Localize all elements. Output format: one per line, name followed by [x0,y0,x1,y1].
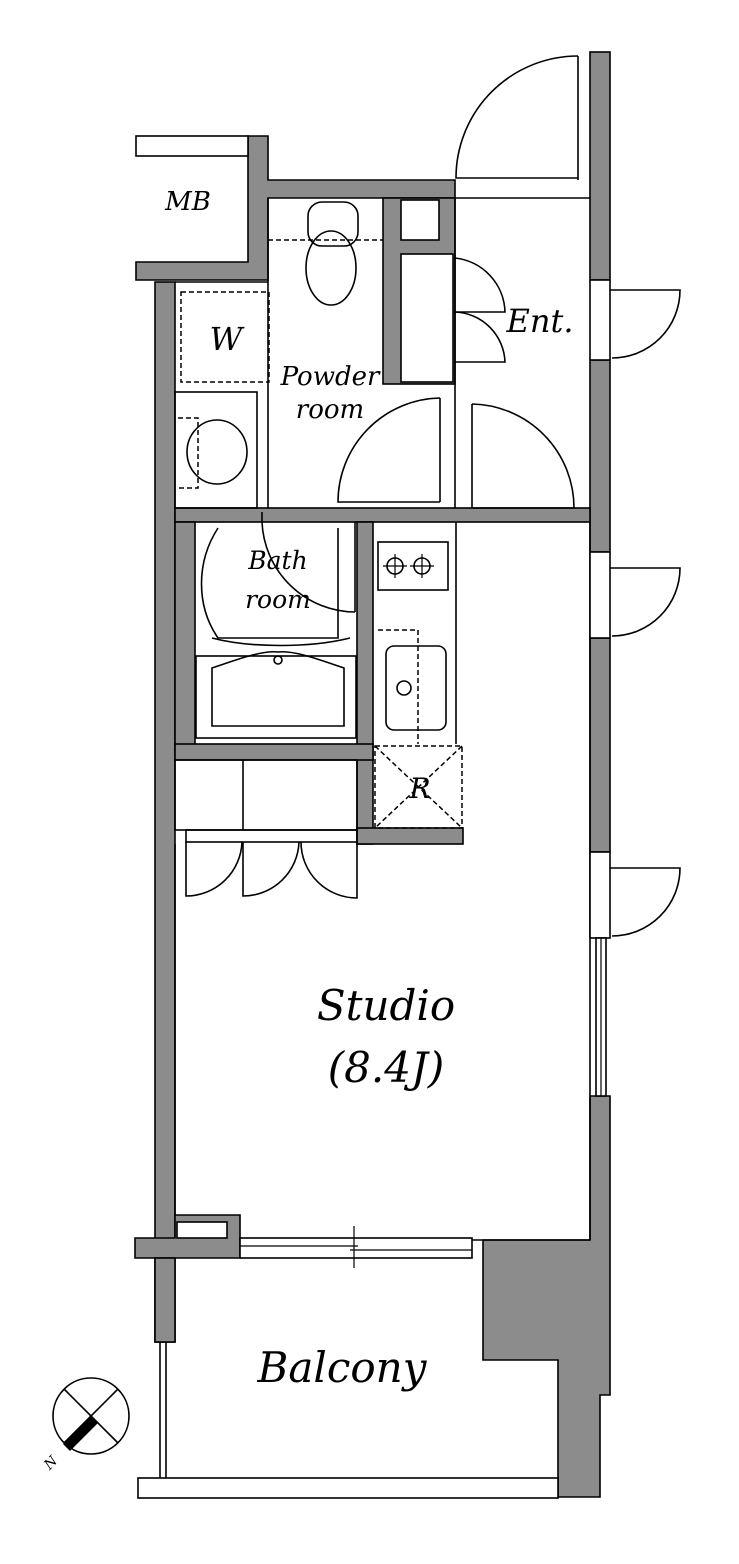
right-wall-bottom [482,1095,611,1498]
closet-door-3 [300,841,358,899]
label-mb: MB [164,187,211,217]
kitchen-sink-outline [378,629,419,744]
label-studio: Studio [317,981,455,1030]
closet-door-2 [242,841,300,897]
bath-edge [211,637,351,647]
compass-needle [63,1416,98,1451]
sink-cabinet-outline [178,417,199,489]
label-powder-room-2: room [296,395,364,425]
right-wall-mid1 [589,359,611,553]
entrance-area [454,55,590,509]
corner-niche [176,1221,228,1239]
left-exterior-wall [154,281,176,1343]
powder-room-area [174,198,441,509]
kitchen-sink-drain [396,680,412,696]
shoe-door-1 [454,257,506,313]
bath-wash-area [200,527,339,639]
balcony-area [137,1342,559,1499]
walls [134,51,611,1498]
bathtub-drain [273,655,283,665]
closet [174,759,358,831]
window-1 [589,279,611,361]
label-studio-size: (8.4J) [328,1043,444,1092]
bath-room-area [195,512,357,739]
shoe-cabinet [400,253,454,383]
closet-door-1 [185,841,243,897]
sink-bowl [186,419,248,485]
fridge-diag-2 [374,745,463,829]
north-compass-icon [52,1377,130,1455]
closet-rail [185,829,358,843]
window-1-swing [610,289,681,359]
bath-left-wall [174,521,196,751]
mb-top-panel [135,135,249,157]
window-2-swing [610,567,681,637]
refrigerator-spot [374,745,463,829]
right-wall-top [589,51,611,281]
window-3-swing [610,867,681,937]
window-3 [589,851,611,939]
left-wall-lower [154,1257,176,1343]
toilet-tank [307,201,359,247]
closet-area [174,759,358,899]
kitchen-left-wall [356,521,374,845]
label-washer: W [210,320,246,358]
balcony-bottom-rail [137,1477,559,1499]
kitchen-area [374,522,463,829]
kitchen-bottom-wall [356,827,464,845]
label-balcony: Balcony [257,1343,428,1392]
toilet-bowl [305,230,357,306]
label-entrance: Ent. [506,302,574,340]
balcony-sliding-door [239,1237,473,1259]
studio-door-swing [471,403,575,509]
bath-door-swing [261,512,356,613]
right-wall-mid2 [589,637,611,853]
window-2 [589,551,611,639]
stove [377,541,449,591]
kitchen-sink [385,645,447,731]
bathtub-inner [211,650,345,727]
label-bath-room-2: room [245,585,311,614]
powder-door-swing [337,397,441,503]
washer-spot [180,291,270,383]
powder-room-bottom-wall [174,507,591,523]
compass-circle [52,1377,130,1455]
studio-area [174,279,681,1268]
label-refrigerator: R [408,772,430,805]
label-powder-room-1: Powder [280,362,381,392]
bath-bottom-wall [174,743,374,761]
pipe-space [400,199,440,241]
label-north: N [40,1453,61,1474]
vanity-unit [174,391,258,509]
label-bath-room-1: Bath [247,546,307,575]
room-labels: MB W Powder room Ent. Bath room R Studio… [40,187,573,1474]
front-door-swing [455,55,579,179]
shoe-door-2 [454,311,506,363]
